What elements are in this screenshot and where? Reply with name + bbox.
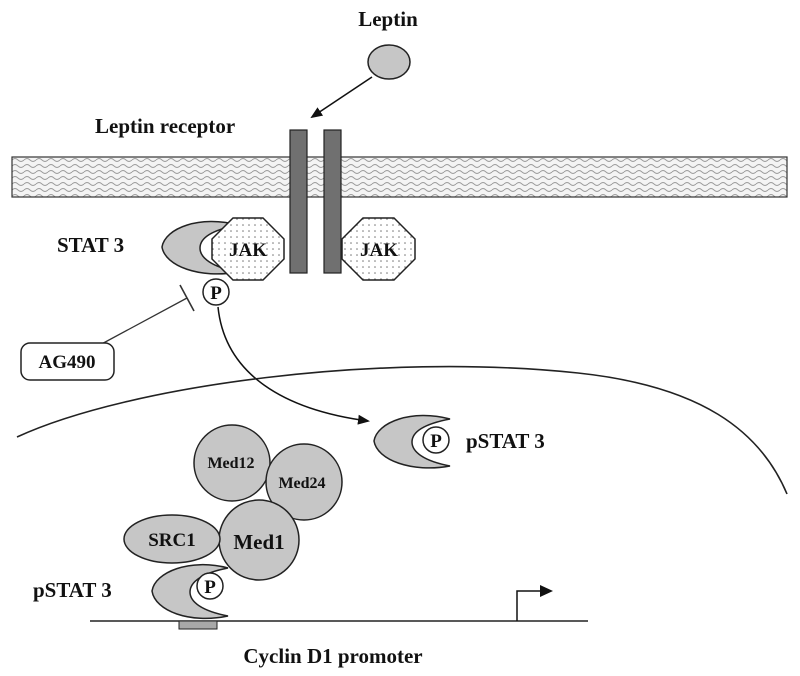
stat3-binding-site: [178, 620, 218, 630]
leptin-receptor-chain-left: [289, 129, 308, 274]
leptin-receptor-label: Leptin receptor: [95, 114, 235, 138]
pstat3-nucleus-protein: [373, 414, 451, 469]
leptin-receptor-chain-right: [323, 129, 342, 274]
phosphate-cytoplasm-label: P: [210, 283, 222, 304]
promoter-label: Cyclin D1 promoter: [243, 644, 422, 668]
phosphate-nucleus: [422, 426, 450, 454]
med12-label: Med12: [207, 455, 254, 472]
leptin-binding-arrow: [310, 76, 373, 119]
transcription-start-arrow: [516, 590, 540, 621]
ag490-inhibition-line: [95, 297, 188, 348]
jak-right-label: JAK: [360, 240, 398, 261]
med24-label: Med24: [278, 475, 325, 492]
inhibition-bar: [179, 284, 195, 312]
med12-subunit: [193, 424, 271, 502]
cell-membrane: [11, 156, 788, 198]
ag490-label: AG490: [39, 352, 96, 373]
phosphate-cytoplasm: [202, 278, 230, 306]
translocation-arrow: [217, 306, 370, 425]
med1-label: Med1: [233, 530, 284, 554]
src1-coactivator: [123, 514, 221, 564]
pstat3-nucleus-label: pSTAT 3: [466, 429, 545, 453]
pstat3-promoter-protein: [151, 563, 229, 620]
transcription-start-arrowhead: [540, 585, 553, 597]
nuclear-envelope: [16, 365, 788, 495]
jak-kinase-left: [211, 217, 285, 281]
jak-left-label: JAK: [229, 240, 267, 261]
src1-label: SRC1: [148, 530, 196, 551]
phosphate-nucleus-label: P: [430, 431, 442, 452]
stat3-cytoplasm-label: STAT 3: [57, 233, 124, 257]
leptin-ligand: [367, 44, 411, 80]
jak-kinase-right: [341, 217, 416, 281]
med24-subunit: [265, 443, 343, 521]
phosphate-promoter-label: P: [204, 577, 216, 598]
leptin-label: Leptin: [358, 7, 418, 31]
phosphate-promoter: [196, 572, 224, 600]
pstat3-promoter-label: pSTAT 3: [33, 578, 112, 602]
ag490-box: [20, 342, 115, 381]
